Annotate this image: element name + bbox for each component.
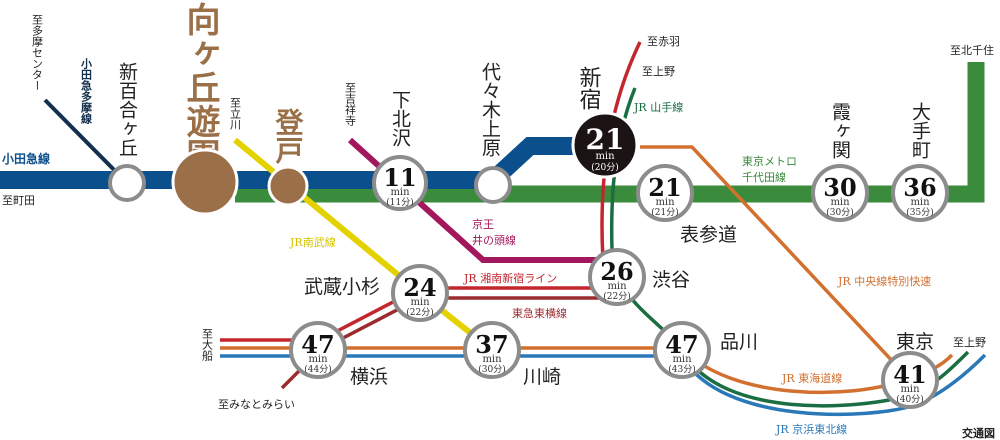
station-marker-shibuya: 26 min (22分) (588, 248, 646, 306)
keihin-tohoku-line (220, 353, 987, 417)
time-value: 11 (383, 163, 416, 192)
station-marker-noborito (267, 165, 309, 207)
to-ofuna-label: 至大船 (201, 328, 214, 362)
keihin-tohoku-line-label: JR 京浜東北線 (775, 422, 847, 436)
alt-time: (11分) (386, 197, 413, 208)
station-name-shinagawa: 品川 (720, 331, 758, 353)
station-name-kasumigaseki: 霞ヶ関 (829, 102, 851, 159)
station-marker-shinagawa: 47 min (43分) (653, 321, 711, 379)
time-unit: min (672, 354, 692, 365)
station-marker-otemachi: 36 min (35分) (891, 164, 949, 222)
station-marker-shimokitazawa: 11 min (11分) (372, 155, 428, 211)
chiyoda-line-label: 千代田線 (742, 170, 786, 184)
chuo-line-label: JR 中央線特別快速 (837, 274, 931, 288)
time-unit: min (410, 297, 430, 308)
station-marker-shinjuku: 21 min (20分) (571, 111, 639, 179)
keio-label: 京王 (472, 217, 494, 231)
chuo-line (640, 145, 912, 382)
to-minatomirai-label: 至みなとみらい (218, 398, 295, 411)
to-akabane-label: 至赤羽 (647, 35, 680, 48)
station-name-shinjuku: 新宿 (576, 66, 602, 110)
time-value: 21 (586, 123, 625, 156)
metro-label: 東京メトロ (742, 154, 797, 168)
station-name-tokyo: 東京 (896, 331, 934, 353)
alt-time: (43分) (668, 364, 695, 375)
alt-time: (20分) (591, 162, 618, 173)
time-unit: min (900, 384, 920, 395)
station-marker-kawasaki: 37 min (30分) (463, 321, 521, 379)
time-value: 26 (600, 257, 633, 286)
station-name-shibuya: 渋谷 (652, 269, 690, 291)
time-unit: min (655, 197, 675, 208)
to-ueno-2-label: 至上野 (953, 336, 986, 349)
to-tama-center-label: 至多摩センター (31, 14, 44, 91)
odakyu-line (0, 137, 605, 189)
odakyu-tama-line (43, 98, 129, 185)
time-value: 47 (301, 330, 334, 359)
time-unit: min (390, 187, 410, 198)
time-unit: min (830, 197, 850, 208)
to-kitasenju-label: 至北千住 (950, 43, 994, 57)
alt-time: (22分) (603, 291, 630, 302)
time-value: 24 (403, 273, 436, 302)
to-machida-label: 至町田 (2, 194, 35, 207)
odakyu-line-label: 小田急線 (2, 151, 50, 166)
alt-time: (21分) (651, 207, 678, 218)
station-name-yokohama: 横浜 (350, 366, 388, 388)
station-marker-kasumigaseki: 30 min (30分) (811, 164, 869, 222)
alt-time: (35分) (906, 207, 933, 218)
legend-label: 交通図 (962, 426, 995, 440)
alt-time: (22分) (406, 307, 433, 318)
station-name-noborito: 登戸 (272, 108, 305, 165)
odakyu-tama-line-label: 小田急多摩線 (80, 57, 94, 125)
time-value: 30 (823, 173, 856, 202)
to-tachikawa-label: 至立川 (229, 97, 242, 130)
station-marker-shinyurigaoka (108, 164, 146, 202)
station-name-musashikosugi: 武蔵小杉 (304, 276, 380, 298)
inokashira-line-label: 井の頭線 (472, 233, 516, 247)
station-name-yoyogi-uehara: 代々木上原 (479, 62, 501, 157)
alt-time: (30分) (478, 364, 505, 375)
shonan-shinjuku-line-label: JR 湘南新宿ライン (463, 271, 557, 285)
station-name-otemachi: 大手町 (909, 102, 931, 159)
tokaido-line-label: JR 東海道線 (781, 371, 842, 385)
time-unit: min (308, 354, 328, 365)
alt-time: (30分) (826, 207, 853, 218)
station-name-mukogaoka-yuen: 向ヶ丘遊園 (180, 2, 220, 172)
to-kichijoji-label: 至吉祥寺 (344, 82, 357, 126)
station-marker-yoyogi-uehara (474, 166, 512, 204)
time-value: 41 (893, 360, 926, 389)
time-unit: min (595, 151, 615, 162)
time-value: 47 (665, 330, 698, 359)
time-value: 36 (903, 173, 936, 202)
toyoko-line-label: 東急東横線 (512, 306, 567, 320)
station-marker-omotesando: 21 min (21分) (636, 164, 694, 222)
time-unit: min (910, 197, 930, 208)
alt-time: (44分) (304, 364, 331, 375)
station-marker-musashikosugi: 24 min (22分) (391, 264, 449, 322)
time-value: 37 (475, 330, 508, 359)
yamanote-line-label: JR 山手線 (633, 100, 683, 114)
nambu-line-label: JR南武線 (289, 235, 336, 249)
station-marker-mukogaoka-yuen (171, 148, 239, 216)
to-ueno-label: 至上野 (642, 65, 675, 78)
time-unit: min (607, 281, 627, 292)
station-marker-tokyo: 41 min (40分) (881, 351, 939, 409)
station-name-shinyurigaoka: 新百合ヶ丘 (116, 62, 138, 157)
station-marker-yokohama: 47 min (44分) (289, 321, 347, 379)
station-name-shimokitazawa: 下北沢 (389, 90, 411, 147)
alt-time: (40分) (896, 394, 923, 405)
station-name-kawasaki: 川崎 (523, 366, 561, 388)
time-unit: min (482, 354, 502, 365)
time-value: 21 (648, 173, 681, 202)
station-name-omotesando: 表参道 (680, 224, 737, 246)
